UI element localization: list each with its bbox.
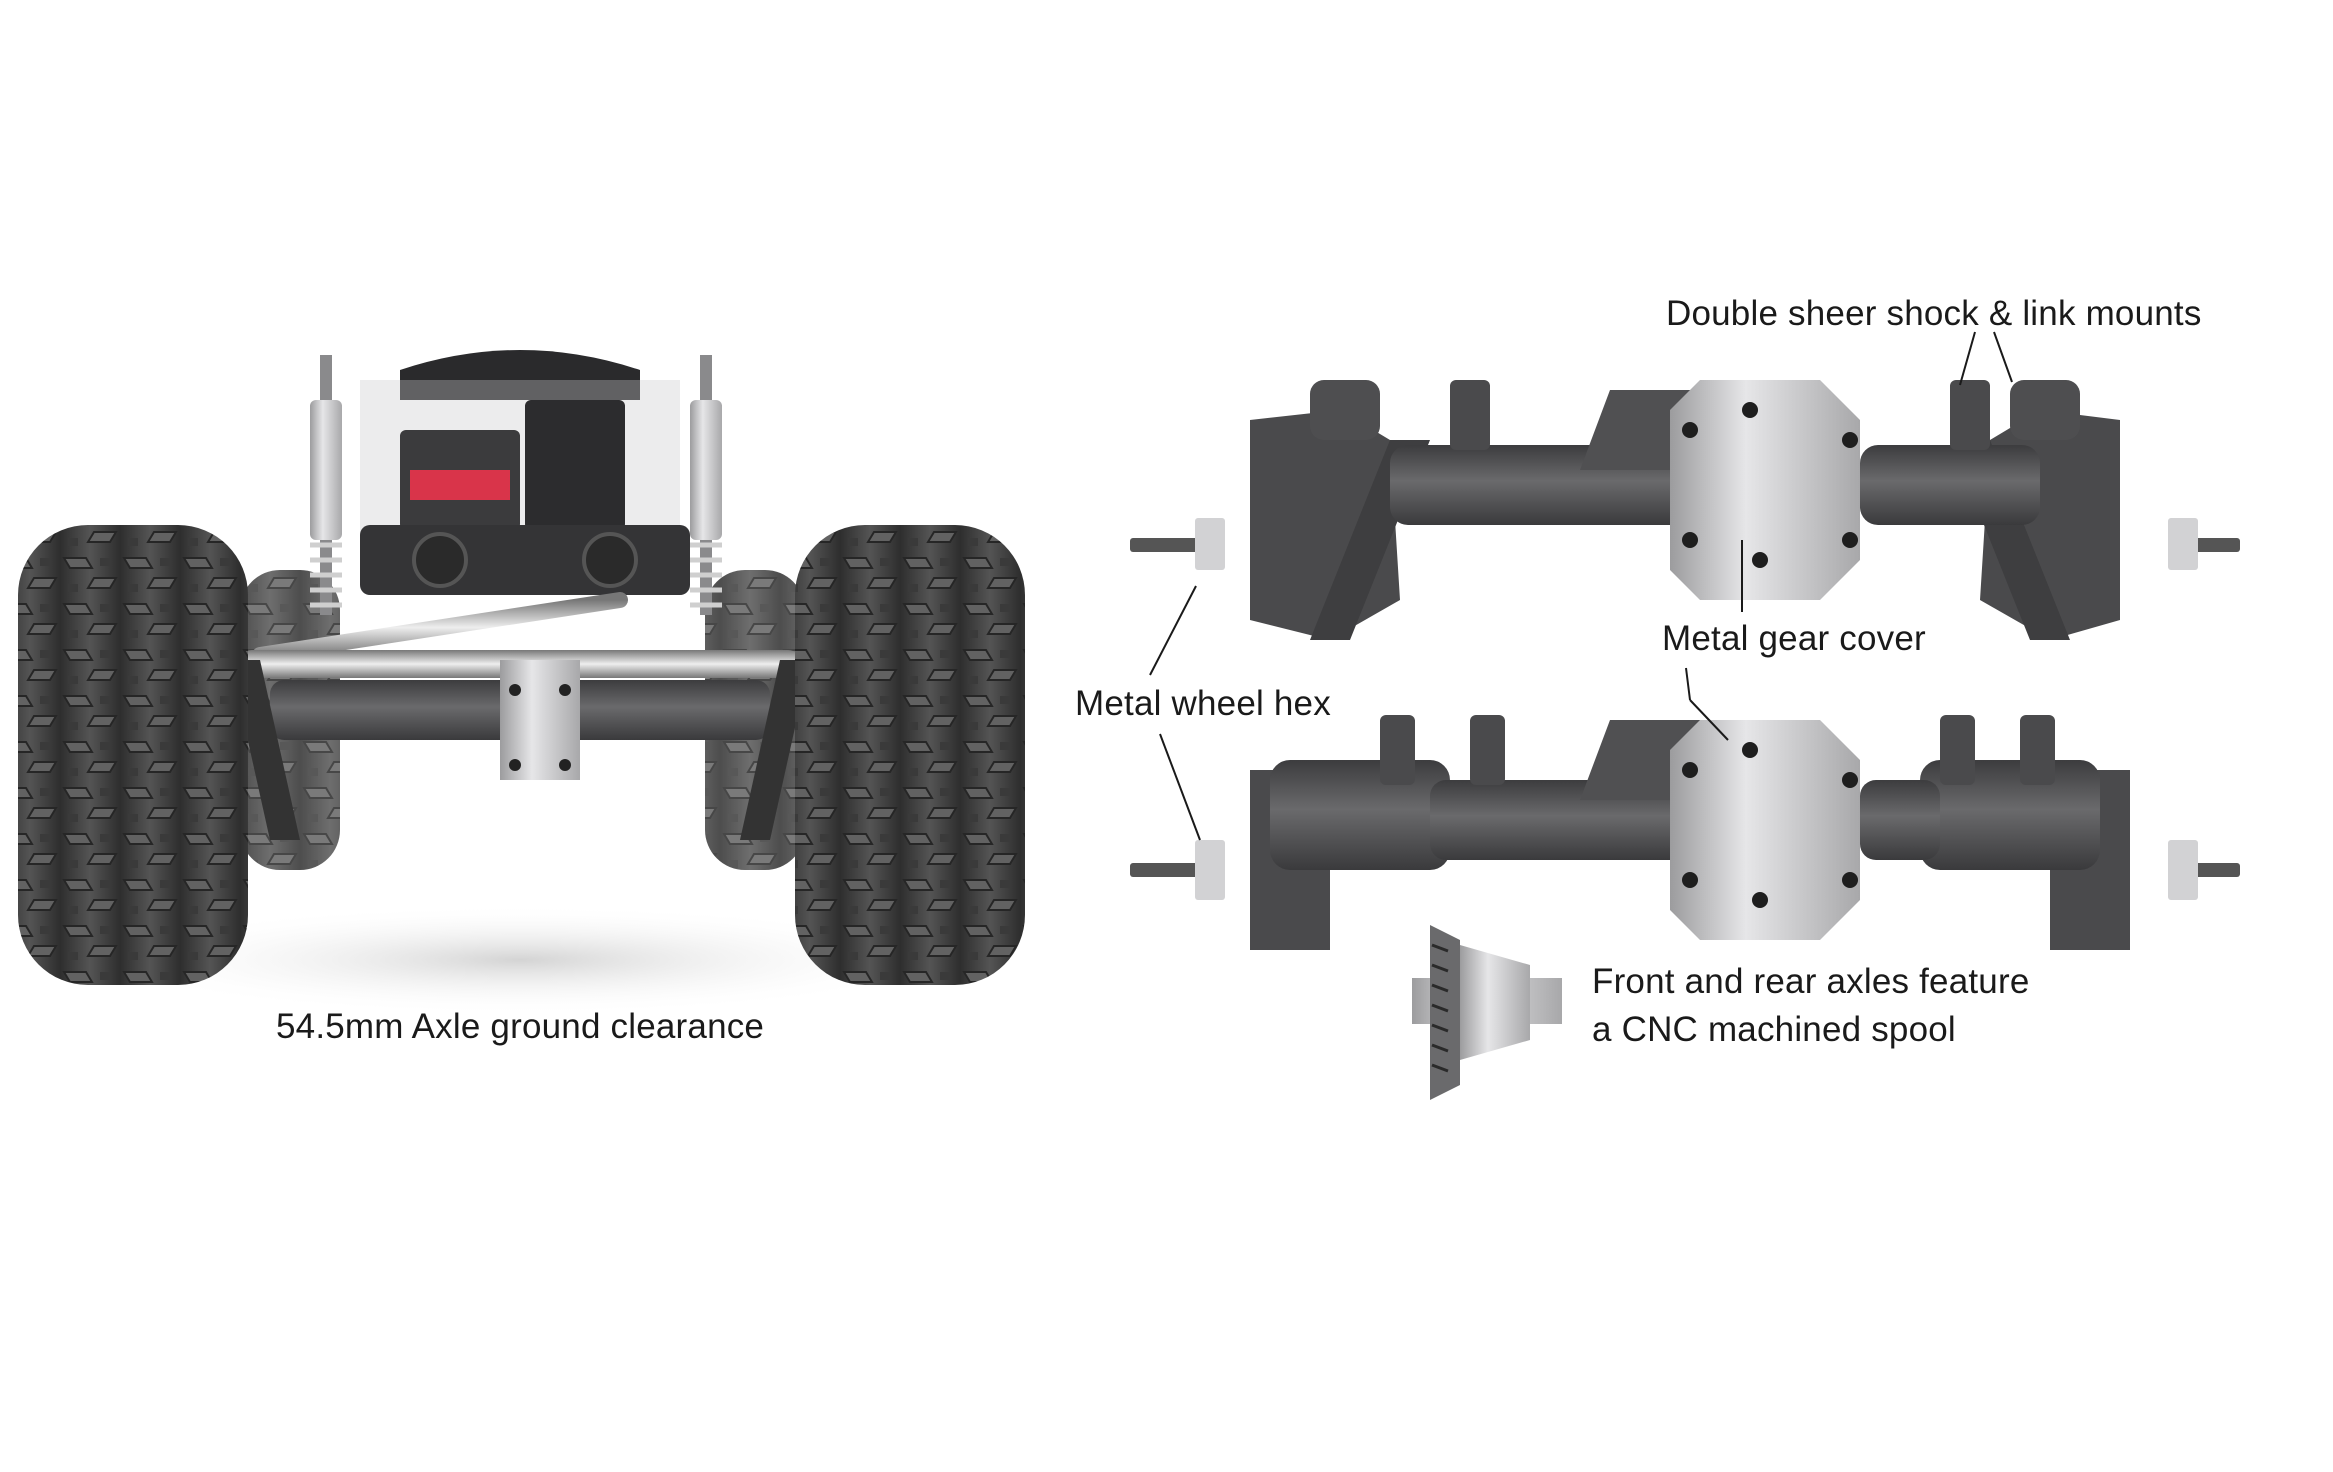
front-right-tire	[795, 525, 1025, 985]
wheel-hex-left	[1195, 518, 1225, 570]
leader-lines	[1149, 331, 2013, 841]
chassis-illustration	[18, 350, 1025, 1015]
rear-axle-illustration	[1130, 715, 2240, 950]
callout-wheel-hex: Metal wheel hex	[1075, 684, 1331, 723]
callout-spool-line1: Front and rear axles feature	[1592, 962, 2030, 1001]
rear-wheel-hex-left	[1195, 840, 1225, 900]
rear-axle-tube-right	[1860, 780, 1940, 860]
leader-mounts-left	[1959, 331, 1976, 386]
front-gear-cover	[1670, 380, 1860, 600]
callout-mounts: Double sheer shock & link mounts	[1666, 294, 2202, 333]
leader-gear-cover-bottom	[1685, 667, 1691, 701]
rear-gear-cover	[1670, 720, 1860, 940]
front-axle-tube-right	[1860, 445, 2040, 525]
front-axle-illustration	[1130, 380, 2240, 640]
leader-wheel-hex-bottom	[1159, 733, 1201, 841]
leader-wheel-hex-top	[1149, 585, 1197, 676]
callout-spool-line2: a CNC machined spool	[1592, 1010, 1956, 1049]
shock-left	[310, 400, 342, 540]
brand-label	[410, 470, 510, 500]
front-left-tire	[18, 525, 248, 985]
leader-mounts-right	[1993, 331, 2013, 383]
callout-gear-cover: Metal gear cover	[1662, 619, 1926, 658]
rear-wheel-hex-right	[2168, 840, 2198, 900]
wheel-hex-right	[2168, 518, 2198, 570]
shock-right	[690, 400, 722, 540]
spool-illustration	[1412, 925, 1562, 1100]
caption-ground-clearance: 54.5mm Axle ground clearance	[276, 1007, 765, 1046]
